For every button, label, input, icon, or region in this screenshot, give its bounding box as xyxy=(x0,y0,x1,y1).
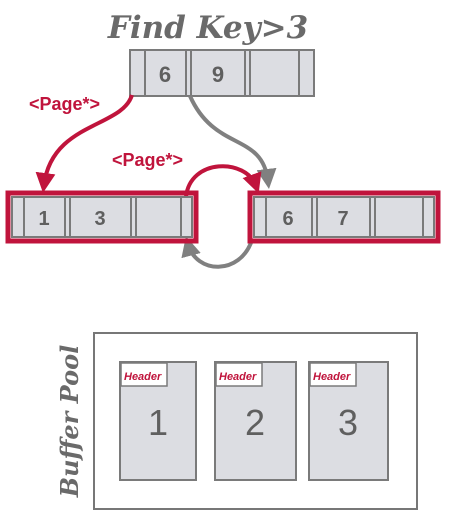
buffer-pool: Buffer Pool Header 1 Header 2 Header 3 xyxy=(55,332,418,510)
diagram-title: Find Key>3 xyxy=(107,10,308,46)
buffer-page-2: Header 2 xyxy=(214,361,297,481)
page-1-number: 1 xyxy=(148,402,168,443)
page-pointer-label-2: <Page*> xyxy=(112,150,183,170)
buffer-page-1: Header 1 xyxy=(119,361,197,481)
root-node: 6 9 xyxy=(129,49,315,97)
page-2-number: 2 xyxy=(245,402,265,443)
page-pointer-label-1: <Page*> xyxy=(29,94,100,114)
sibling-back-arrow xyxy=(181,236,254,269)
buffer-page-3: Header 3 xyxy=(308,361,389,481)
left-leaf-key-1: 1 xyxy=(38,208,49,230)
right-leaf-key-1: 6 xyxy=(282,208,293,230)
left-leaf-key-2: 3 xyxy=(94,208,105,230)
root-key-1: 6 xyxy=(159,62,171,87)
left-leaf-node: 1 3 xyxy=(5,190,199,244)
root-to-left-leaf-arrow xyxy=(35,94,134,193)
right-leaf-node: 6 7 xyxy=(247,190,441,244)
page-3-number: 3 xyxy=(338,402,358,443)
right-leaf-key-2: 7 xyxy=(337,208,348,230)
root-key-2: 9 xyxy=(212,62,224,87)
sibling-forward-arrow xyxy=(184,164,262,198)
page-3-header: Header xyxy=(313,371,351,383)
page-1-header: Header xyxy=(124,371,162,383)
page-2-header: Header xyxy=(219,371,257,383)
root-to-right-leaf-arrow xyxy=(188,95,277,189)
buffer-pool-label: Buffer Pool xyxy=(55,345,84,498)
